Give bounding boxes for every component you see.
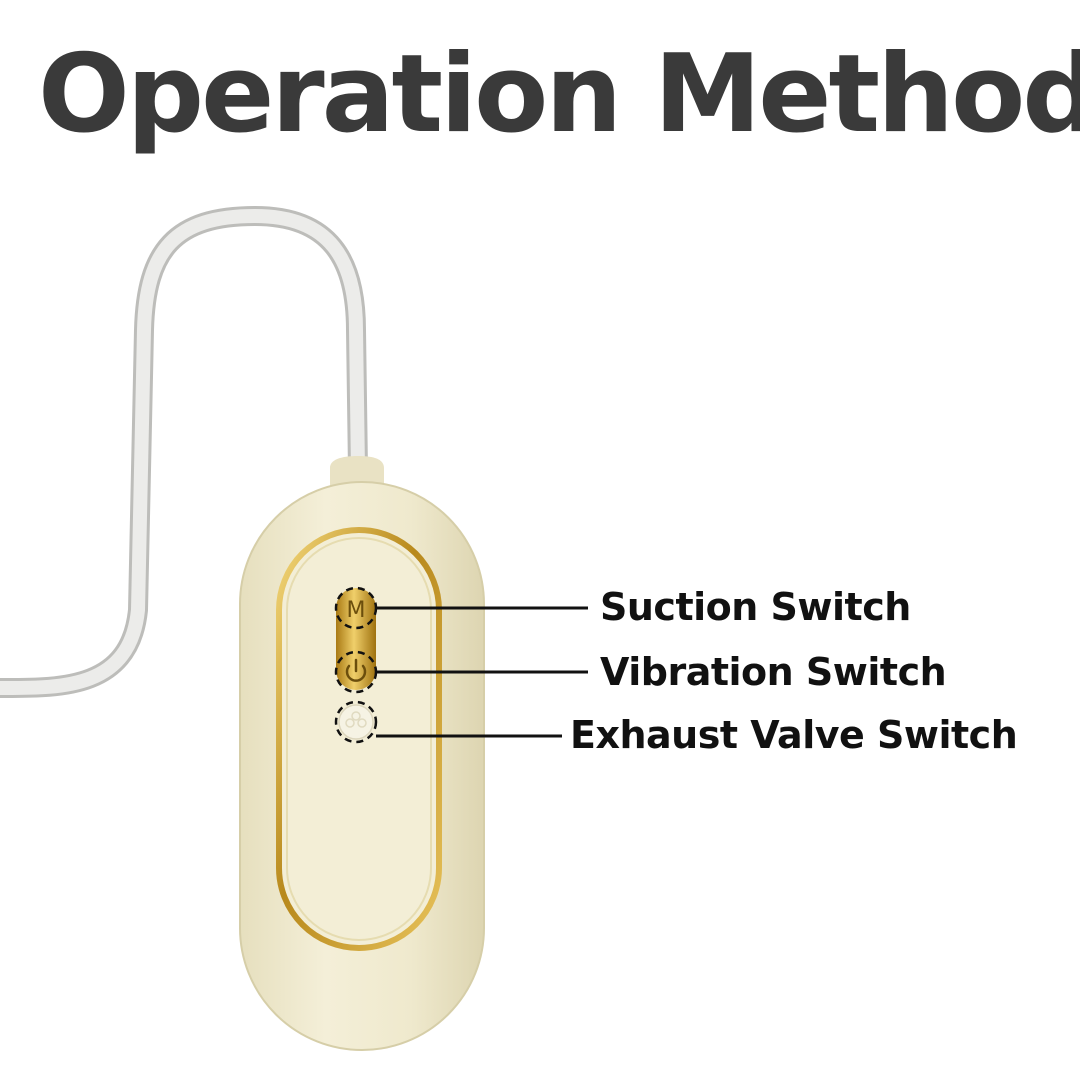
- exhaust-valve-button[interactable]: [334, 700, 378, 744]
- cable: [0, 205, 368, 699]
- remote-body: [239, 456, 485, 1051]
- vibration-switch-label: Vibration Switch: [600, 650, 947, 694]
- suction-switch-label: Suction Switch: [600, 585, 911, 629]
- exhaust-valve-switch-label: Exhaust Valve Switch: [570, 713, 1018, 757]
- gold-button-strip: [336, 588, 376, 690]
- page-title: Operation Method: [38, 32, 1080, 157]
- power-icon: [345, 658, 367, 682]
- flower-icon: [345, 711, 367, 728]
- m-letter-icon: M: [347, 598, 366, 623]
